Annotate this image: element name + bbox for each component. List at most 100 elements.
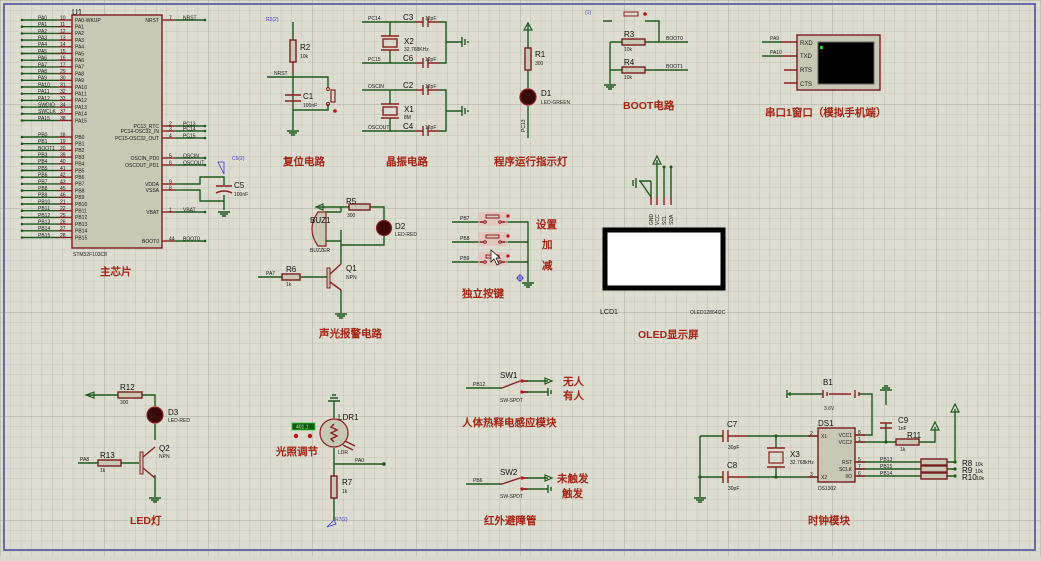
boot-button[interactable] [623, 11, 639, 17]
light-meter[interactable] [291, 422, 316, 431]
net-pc15: PC15 [368, 57, 381, 63]
ldr-sensor[interactable] [319, 418, 349, 448]
r1-value: 300 [535, 61, 544, 67]
reset-button[interactable] [330, 89, 336, 103]
mcu-pin-name: PA4 [75, 45, 84, 51]
r8-resistor[interactable] [920, 458, 948, 466]
d2-ref: D2 [395, 222, 406, 231]
oled-screen[interactable] [602, 227, 726, 291]
mcu-net-label: OSCIN [183, 153, 199, 159]
d3-led[interactable] [146, 406, 164, 424]
boot-probe: (1) [585, 10, 591, 16]
ds-pin-number: 6 [858, 471, 861, 477]
mcu-net-label: PB1 [38, 139, 48, 145]
light-decrease[interactable] [293, 433, 299, 439]
alarm-circuit[interactable]: R5 300 BUZ1 BUZZER D2 LED-RED R6 1k Q1 N… [258, 197, 417, 340]
r1-ref: R1 [535, 50, 546, 59]
mcu-pin-name: PC14-OSC32_IN [121, 129, 160, 135]
light-reading: 401.1 [296, 425, 309, 431]
r2-resistor[interactable] [289, 39, 297, 63]
d1-value: LED-GREEN [541, 100, 571, 106]
ds-net-label: PB13 [880, 457, 892, 463]
title-light: 光照调节 [275, 445, 318, 458]
mcu-net-label: VBAT [183, 207, 196, 213]
mcu-pin-number: 15 [60, 49, 66, 55]
run-led-circuit[interactable]: R1 300 D1 LED-GREEN PC13 程序运行指示灯 [494, 21, 571, 168]
oled-pin-label: GND [649, 214, 655, 226]
uart-screen[interactable] [817, 41, 875, 85]
c2-value: 12pF [425, 84, 436, 90]
d1-led[interactable] [519, 88, 537, 106]
mcu-net-label: PB14 [38, 226, 50, 232]
keys-circuit[interactable]: PB7 PB8 PB9 设置 加 减 独立按键 [452, 212, 557, 300]
mcu-pin-name: PB12 [75, 215, 87, 221]
c5-probe: C5(2) [232, 156, 245, 162]
mcu-ref: U1 [72, 8, 83, 17]
mcu-net-label: PB5 [38, 166, 48, 172]
mcu-pin-number: 21 [60, 199, 66, 205]
net-boot1: BOOT1 [666, 64, 683, 70]
mcu-net-label: PA4 [38, 42, 47, 48]
r13-resistor[interactable] [97, 459, 122, 467]
r5-resistor[interactable] [348, 203, 371, 211]
mcu-pin-number: 26 [60, 220, 66, 226]
reset-circuit[interactable]: R2 10k C1 100nF NRST R2(2) 复位电路 [266, 17, 337, 168]
title-boot: BOOT电路 [623, 99, 675, 112]
c1-ref: C1 [303, 92, 314, 101]
r7-resistor[interactable] [330, 475, 338, 499]
crystal-circuit[interactable]: C3 12pF C6 12pF C2 12pF C4 12pF X2 32.76… [362, 13, 469, 168]
mcu-pin-number: 2 [169, 121, 172, 127]
mcu-net-label: PB15 [38, 233, 50, 239]
mcu-pin-number: 40 [60, 159, 66, 165]
r6-resistor[interactable] [281, 273, 301, 281]
r3-resistor[interactable] [621, 38, 646, 46]
d2-led[interactable] [375, 219, 393, 237]
mcu-pin-name: OSCOUT_PD1 [125, 163, 159, 169]
mcu-net-label: PA15 [38, 116, 50, 122]
uart-terminal[interactable]: RXD TXD RTS CTS PA9 PA10 串口1窗口（模拟手机端） [762, 34, 886, 119]
r12-value: 300 [120, 400, 129, 406]
r12-resistor[interactable] [117, 391, 143, 399]
mcu-body[interactable] [71, 14, 163, 249]
mcu-pin-name: PA6 [75, 58, 84, 64]
x3-ref: X3 [790, 450, 800, 459]
mcu-pin-name: PA5 [75, 51, 84, 57]
r13-value: 1k [100, 468, 106, 474]
led-circuit[interactable]: R12 300 D3 LED-RED Q2 NPN R13 1k PA8 LED… [78, 383, 190, 527]
mcu-pin-name: PA0-WKUP [75, 18, 101, 24]
c9-ref: C9 [898, 416, 909, 425]
key-button[interactable] [478, 232, 508, 246]
pir-circuit[interactable]: SW1 SW-SPDT PB12 无人 有人 人体热释电感应模块 [462, 371, 584, 429]
c8-ref: C8 [727, 461, 738, 470]
mcu-pin-number: 5 [169, 153, 172, 159]
mcu-net-label: PA12 [38, 96, 50, 102]
boot-circuit[interactable]: R3 10k R4 10k BOOT0 BOOT1 (1) BOOT电路 [585, 10, 688, 112]
uart-pin-rxd: RXD [800, 41, 813, 47]
mcu-pin-name: PA1 [75, 25, 84, 31]
ds-pin-number: 1 [858, 437, 861, 443]
x3-crystal[interactable] [768, 451, 784, 464]
ds1302-body[interactable] [817, 427, 856, 483]
r1-resistor[interactable] [524, 47, 532, 71]
r9-resistor[interactable] [920, 465, 948, 473]
mcu-net-label: PC13 [183, 121, 196, 127]
light-circuit[interactable]: 401.1 LDR1 LDR R7 1k PA0 R7(2) 光照调节 [275, 394, 386, 528]
key-button[interactable] [478, 212, 508, 226]
r10-resistor[interactable] [920, 472, 948, 480]
r8-value: 10k [975, 462, 984, 468]
q2-transistor[interactable] [139, 451, 144, 475]
ds-pin-number: 7 [858, 464, 861, 470]
mcu-net-label: PA7 [38, 62, 47, 68]
buzzer[interactable] [311, 211, 327, 247]
r11-resistor[interactable] [895, 438, 920, 446]
r4-resistor[interactable] [621, 66, 646, 74]
light-increase[interactable] [307, 433, 313, 439]
q1-transistor[interactable] [326, 267, 331, 289]
mcu-pin-name: PA13 [75, 105, 87, 111]
ir-circuit[interactable]: SW2 SW-SPDT PB6 未触发 触发 红外避障管 [466, 468, 589, 527]
